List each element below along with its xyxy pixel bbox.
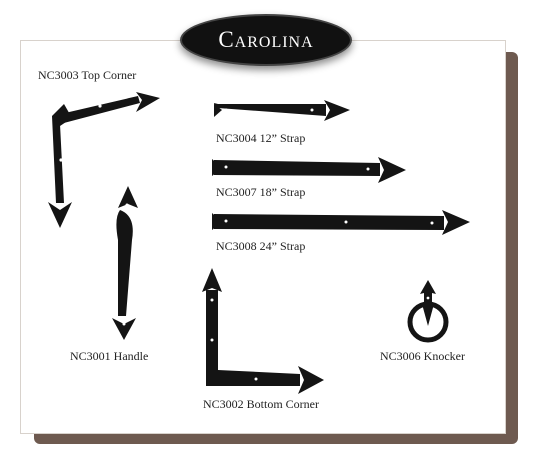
label-bottom-corner: NC3002 Bottom Corner [203, 397, 319, 411]
strap-18-image [212, 157, 406, 183]
label-strap-12: NC3004 12” Strap [216, 131, 306, 145]
catalog-title: Carolina [218, 27, 314, 52]
strap-12-image [214, 100, 350, 121]
label-handle: NC3001 Handle [70, 349, 149, 363]
label-knocker: NC3006 Knocker [380, 349, 465, 363]
label-strap-24: NC3008 24” Strap [216, 239, 306, 253]
label-top-corner: NC3003 Top Corner [38, 68, 137, 82]
knocker-image [407, 280, 449, 343]
handle-image [112, 186, 138, 340]
strap-24-image [212, 210, 470, 235]
catalog-title-badge: Carolina [180, 14, 352, 66]
bottom-corner-hinge-image [202, 268, 324, 394]
top-corner-hinge-image [48, 92, 160, 228]
label-strap-18: NC3007 18” Strap [216, 185, 306, 199]
